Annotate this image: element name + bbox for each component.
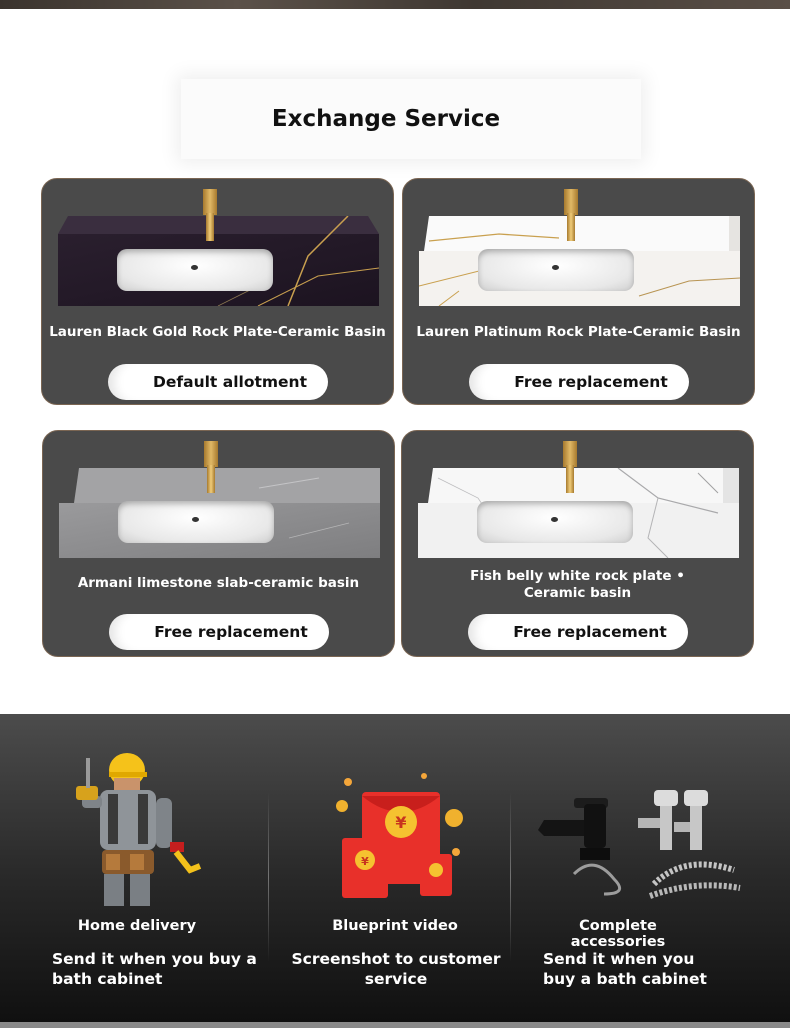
- option-card-black-gold[interactable]: Lauren Black Gold Rock Plate-Ceramic Bas…: [41, 178, 394, 405]
- option-card-platinum[interactable]: Lauren Platinum Rock Plate-Ceramic Basin…: [402, 178, 755, 405]
- feature-title-home-delivery: Home delivery: [77, 918, 197, 934]
- free-replacement-button[interactable]: Free replacement: [468, 614, 688, 650]
- option-label: Fish belly white rock plate • Ceramic ba…: [470, 568, 685, 601]
- option-label: Lauren Platinum Rock Plate-Ceramic Basin: [416, 324, 741, 340]
- gold-faucet-icon: [204, 441, 218, 493]
- free-replacement-button[interactable]: Free replacement: [469, 364, 689, 400]
- option-card-armani[interactable]: Armani limestone slab-ceramic basin Free…: [42, 430, 395, 657]
- divider: [510, 792, 511, 962]
- svg-text:¥: ¥: [361, 855, 369, 868]
- gold-faucet-icon: [203, 189, 217, 241]
- section-title: Exchange Service: [271, 106, 501, 132]
- ceramic-basin-icon: [477, 501, 633, 543]
- red-envelope-icon: ¥ ¥: [336, 773, 463, 898]
- bottom-edge: [0, 1022, 790, 1028]
- faucet-accessories-icon: [538, 790, 741, 899]
- option-card-fish-belly-white[interactable]: Fish belly white rock plate • Ceramic ba…: [401, 430, 754, 657]
- countertop-image: [59, 441, 380, 558]
- gold-faucet-icon: [564, 189, 578, 241]
- feature-title-blueprint-video: Blueprint video: [332, 918, 458, 934]
- worker-icon: [76, 753, 202, 906]
- feature-desc-home-delivery: Send it when you buy a bath cabinet: [52, 950, 257, 988]
- countertop-image: [58, 189, 379, 306]
- default-allotment-button[interactable]: Default allotment: [108, 364, 328, 400]
- ceramic-basin-icon: [117, 249, 273, 291]
- feature-desc-blueprint-video: Screenshot to customer service: [291, 950, 501, 988]
- countertop-image: [418, 441, 739, 558]
- gold-faucet-icon: [563, 441, 577, 493]
- features-band: ¥ ¥ Home delivery Blueprint video Comple…: [0, 714, 790, 1028]
- ceramic-basin-icon: [118, 501, 274, 543]
- option-label: Armani limestone slab-ceramic basin: [77, 575, 360, 591]
- svg-text:¥: ¥: [395, 813, 406, 832]
- countertop-image: [419, 189, 740, 306]
- feature-desc-complete-accessories: Send it when you buy a bath cabinet: [543, 950, 707, 988]
- divider: [268, 792, 269, 962]
- free-replacement-button[interactable]: Free replacement: [109, 614, 329, 650]
- top-banner-strip: [0, 0, 790, 9]
- section-title-box: Exchange Service: [181, 79, 641, 159]
- option-label: Lauren Black Gold Rock Plate-Ceramic Bas…: [49, 324, 386, 340]
- ceramic-basin-icon: [478, 249, 634, 291]
- feature-title-complete-accessories: Complete accessories: [570, 918, 666, 950]
